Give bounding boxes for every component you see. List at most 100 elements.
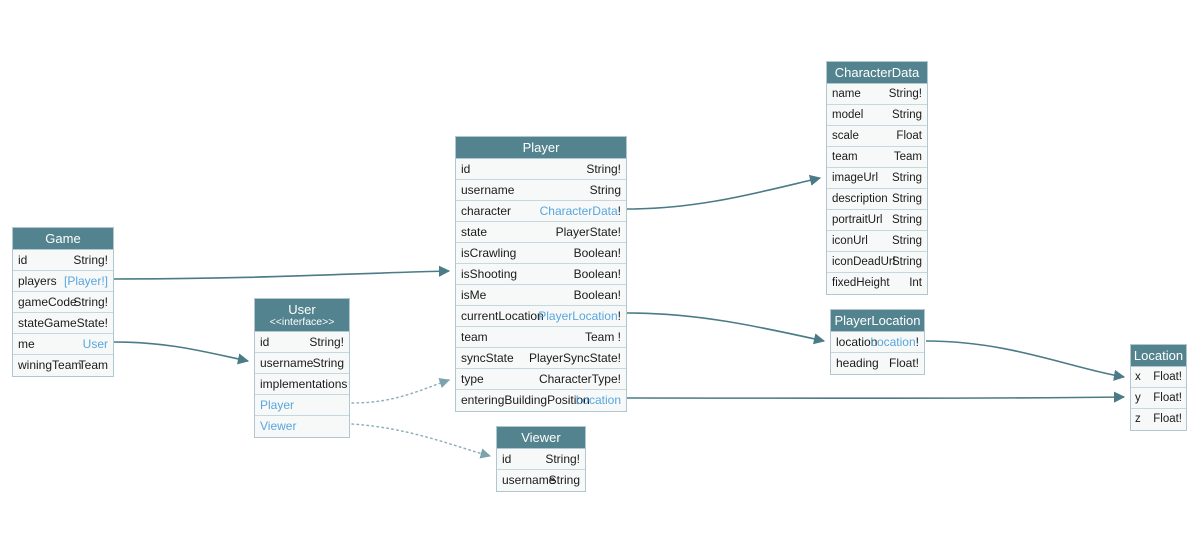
field-type: Boolean!: [573, 246, 621, 260]
field-row[interactable]: portraitUrl String: [827, 210, 927, 231]
entity-playerlocation-title: PlayerLocation: [831, 310, 924, 332]
field-name: team: [461, 330, 488, 344]
field-name: username: [260, 356, 314, 370]
field-type[interactable]: User: [82, 337, 108, 351]
field-row[interactable]: winingTeam Team: [13, 355, 113, 376]
edge-playerlocation-location-to-location: [925, 340, 1126, 381]
entity-player[interactable]: Player id String! username String charac…: [455, 136, 627, 412]
entity-user[interactable]: User <<interface>> id String! username S…: [254, 298, 350, 438]
entity-game[interactable]: Game id String! players [Player!] gameCo…: [12, 227, 114, 377]
entity-game-title: Game: [13, 228, 113, 250]
field-type: String: [891, 214, 922, 226]
field-row[interactable]: y Float!: [1131, 388, 1186, 409]
field-type[interactable]: Location!: [870, 335, 919, 349]
field-row[interactable]: z Float!: [1131, 409, 1186, 430]
field-name: state: [18, 316, 45, 330]
field-row[interactable]: isShooting Boolean!: [456, 264, 626, 285]
field-row[interactable]: isCrawling Boolean!: [456, 243, 626, 264]
entity-viewer[interactable]: Viewer id String! username String: [496, 426, 586, 492]
field-row[interactable]: x Float!: [1131, 367, 1186, 388]
field-row[interactable]: me User: [13, 334, 113, 355]
field-name: gameCode: [18, 295, 77, 309]
entity-user-title: User <<interface>>: [255, 299, 349, 332]
field-name: type: [461, 372, 484, 386]
edge-user-implements-viewer: [351, 423, 492, 459]
entity-characterdata-title: CharacterData: [827, 62, 927, 84]
field-row[interactable]: players [Player!]: [13, 271, 113, 292]
field-row[interactable]: currentLocation PlayerLocation!: [456, 306, 626, 327]
field-row[interactable]: id String!: [255, 332, 349, 353]
field-row[interactable]: iconDeadUrl String: [827, 252, 927, 273]
field-name: character: [461, 204, 512, 218]
field-row[interactable]: id String!: [456, 159, 626, 180]
field-row[interactable]: iconUrl String: [827, 231, 927, 252]
entity-playerlocation[interactable]: PlayerLocation location Location! headin…: [830, 309, 925, 375]
field-row[interactable]: description String: [827, 189, 927, 210]
field-type[interactable]: PlayerLocation!: [538, 309, 621, 323]
field-type[interactable]: [Player!]: [63, 274, 108, 288]
field-type[interactable]: Location: [575, 393, 621, 407]
implementations-label: implementations: [260, 377, 348, 391]
field-row[interactable]: character CharacterData!: [456, 201, 626, 222]
field-type: String: [891, 193, 922, 205]
field-row[interactable]: syncState PlayerSyncState!: [456, 348, 626, 369]
field-row[interactable]: location Location!: [831, 332, 924, 353]
field-row[interactable]: isMe Boolean!: [456, 285, 626, 306]
field-name: isCrawling: [461, 246, 517, 260]
field-type: Team: [78, 358, 108, 372]
field-type: String!: [586, 162, 621, 176]
field-row[interactable]: team Team !: [456, 327, 626, 348]
field-row[interactable]: id String!: [497, 449, 585, 470]
field-row[interactable]: enteringBuildingPosition Location: [456, 390, 626, 411]
field-name: username: [461, 183, 515, 197]
field-type: Team: [893, 151, 922, 163]
entity-characterdata[interactable]: CharacterData name String! model String …: [826, 61, 928, 295]
implementations-label-row: implementations: [255, 374, 349, 395]
field-type: String: [891, 109, 922, 121]
field-row[interactable]: model String: [827, 105, 927, 126]
field-row[interactable]: heading Float!: [831, 353, 924, 374]
edge-player-character-to-characterdata: [626, 174, 822, 210]
field-name: name: [832, 88, 861, 100]
implementation-name[interactable]: Viewer: [260, 419, 297, 433]
field-type[interactable]: CharacterData!: [539, 204, 621, 218]
field-type: String: [891, 235, 922, 247]
field-row[interactable]: type CharacterType!: [456, 369, 626, 390]
field-type: String!: [545, 452, 580, 466]
field-row[interactable]: gameCode String!: [13, 292, 113, 313]
edge-player-currentlocation-to-playerlocation: [626, 312, 826, 345]
field-name: portraitUrl: [832, 214, 883, 226]
field-name: model: [832, 109, 864, 121]
field-row[interactable]: fixedHeight Int: [827, 273, 927, 294]
field-name: team: [832, 151, 858, 163]
field-row[interactable]: username String: [497, 470, 585, 491]
field-type: String: [891, 172, 922, 184]
field-row[interactable]: state PlayerState!: [456, 222, 626, 243]
field-row[interactable]: id String!: [13, 250, 113, 271]
field-row[interactable]: imageUrl String: [827, 168, 927, 189]
implementation-viewer[interactable]: Viewer: [255, 416, 349, 437]
field-type: PlayerSyncState!: [528, 351, 621, 365]
field-row[interactable]: state GameState!: [13, 313, 113, 334]
field-type: String: [589, 183, 621, 197]
field-type: Boolean!: [573, 288, 621, 302]
non-null-marker: !: [915, 335, 919, 349]
implementation-name[interactable]: Player: [260, 398, 295, 412]
field-type: Float!: [888, 356, 919, 370]
field-row[interactable]: username String: [456, 180, 626, 201]
field-type: PlayerState!: [555, 225, 621, 239]
field-row[interactable]: team Team: [827, 147, 927, 168]
entity-player-title: Player: [456, 137, 626, 159]
field-type: String: [891, 256, 922, 268]
field-row[interactable]: scale Float: [827, 126, 927, 147]
implementation-player[interactable]: Player: [255, 395, 349, 416]
field-name: fixedHeight: [832, 277, 890, 289]
field-name: isMe: [461, 288, 487, 302]
field-row[interactable]: name String!: [827, 84, 927, 105]
field-row[interactable]: username String: [255, 353, 349, 374]
edge-user-implements-player: [351, 378, 450, 404]
edge-player-enteringbuildingposition-to-location: [626, 391, 1126, 403]
entity-location[interactable]: Location x Float! y Float! z Float!: [1130, 344, 1187, 431]
entity-user-stereotype: <<interface>>: [269, 316, 335, 328]
